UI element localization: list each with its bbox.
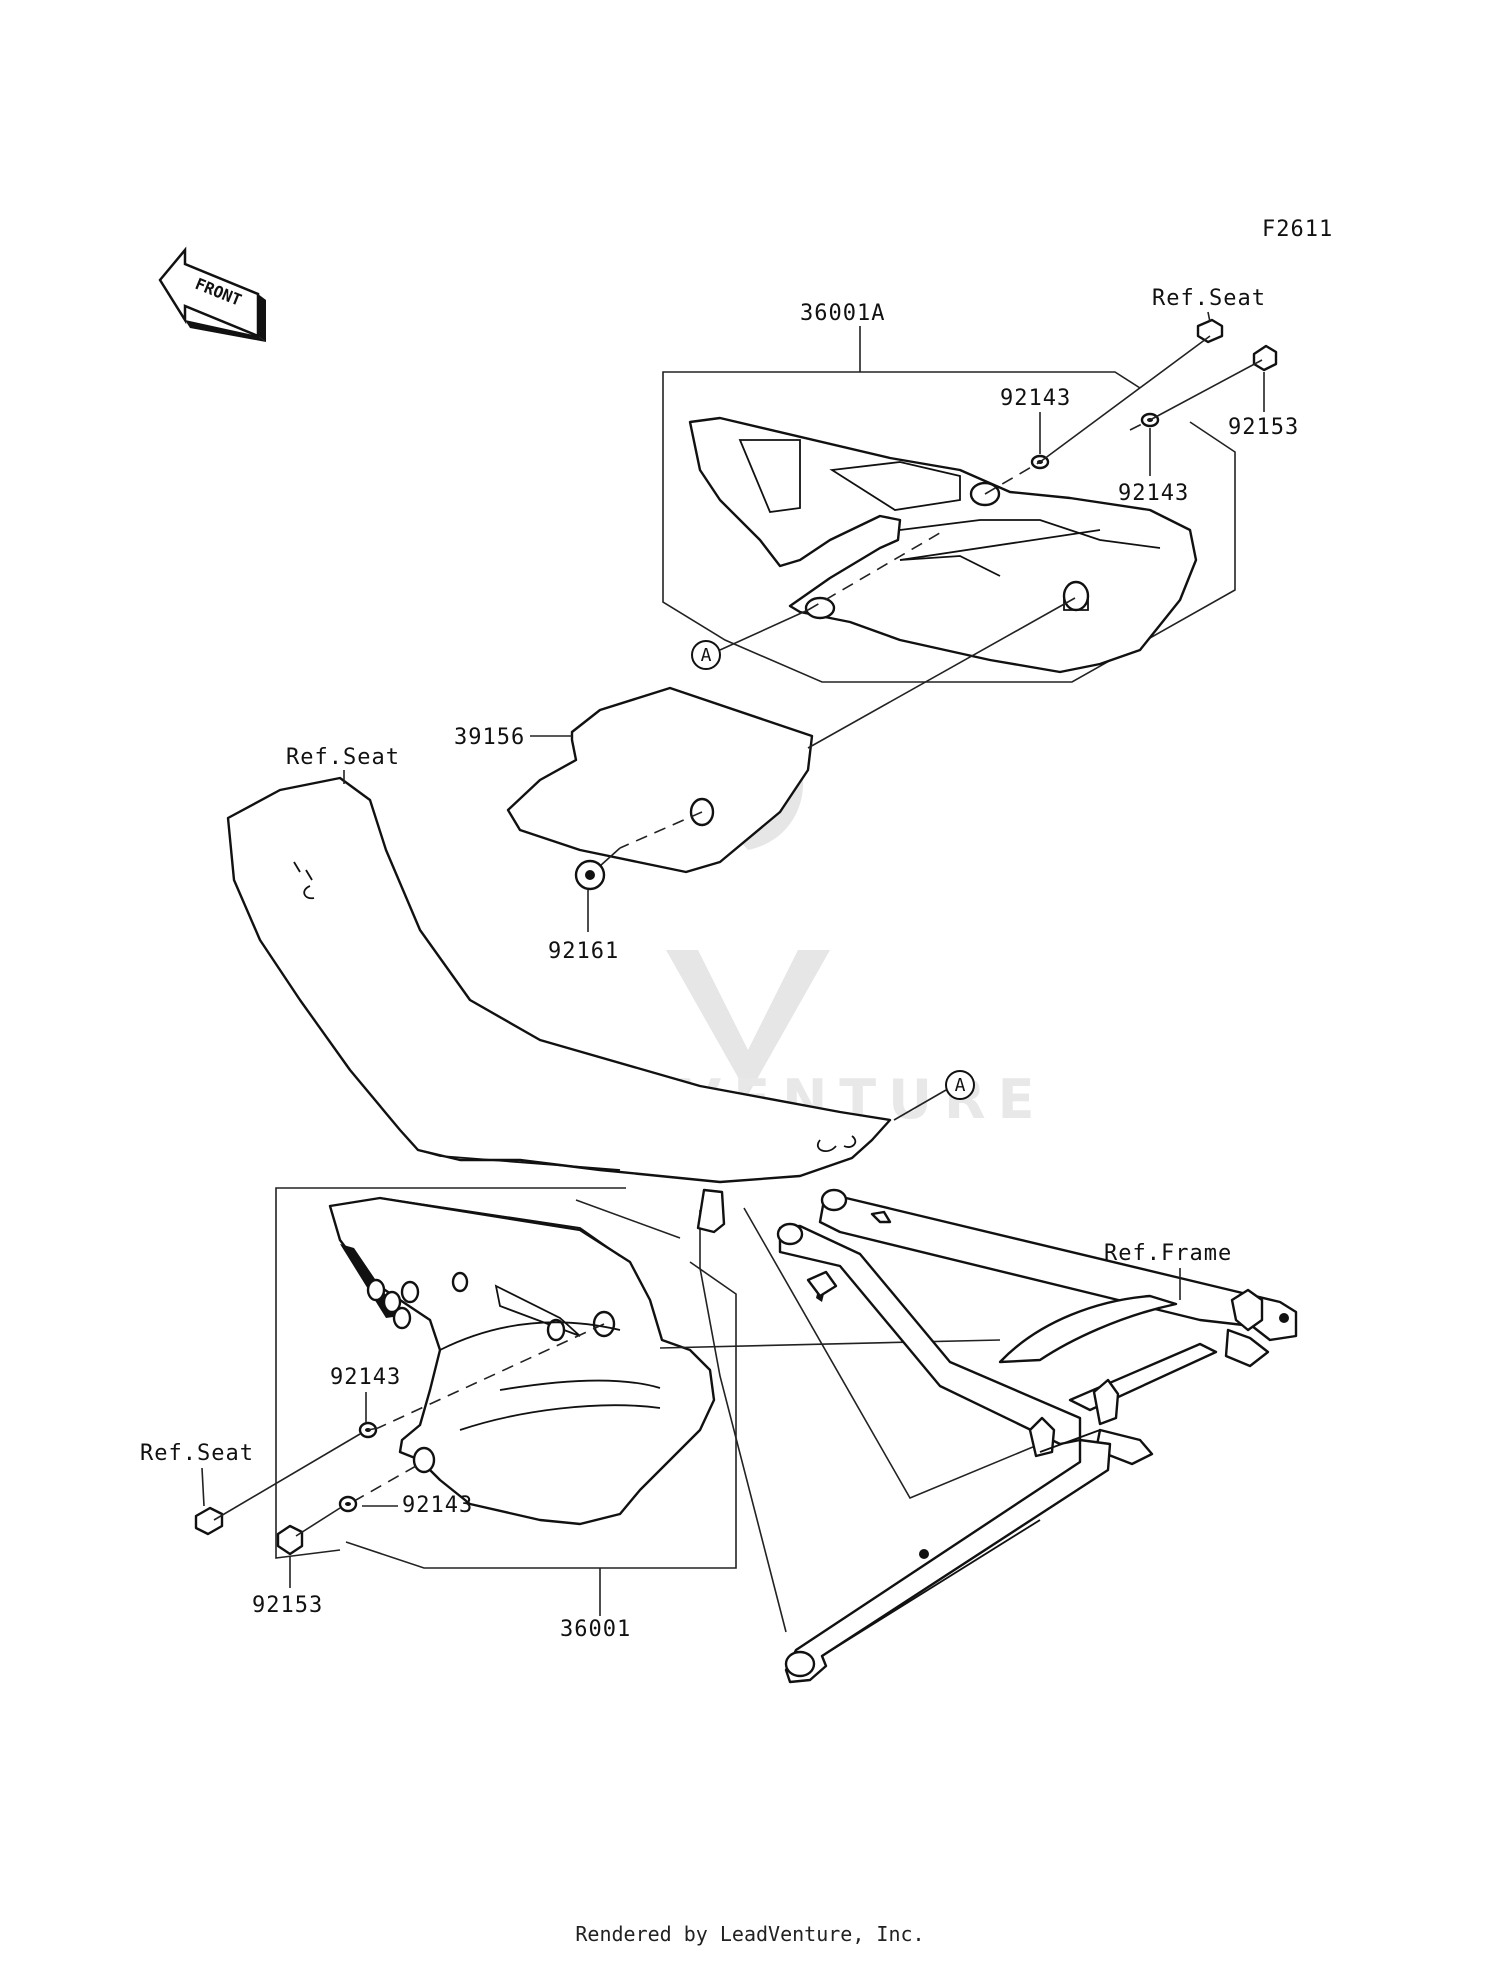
footer-credit: Rendered by LeadVenture, Inc. <box>575 1922 925 1946</box>
side-cover-left <box>194 1187 1001 1616</box>
bolt-icon <box>1196 318 1224 344</box>
label-36001: 36001 <box>560 1617 631 1642</box>
figure-code: F2611 <box>1262 217 1333 242</box>
seat <box>226 776 892 1184</box>
callout-label: A <box>955 1075 966 1096</box>
label-92153-bot: 92153 <box>252 1593 323 1618</box>
grommet-icon <box>574 859 606 891</box>
callout-a-top: A <box>691 640 721 670</box>
label-92161: 92161 <box>548 939 619 964</box>
label-92153-top: 92153 <box>1228 415 1299 440</box>
screw-icon <box>276 1524 304 1556</box>
cushion-pad <box>506 597 1076 891</box>
label-36001a: 36001A <box>800 301 885 326</box>
label-39156: 39156 <box>454 725 525 750</box>
callout-a-mid: A <box>945 1070 975 1100</box>
label-92143-top-b: 92143 <box>1118 481 1189 506</box>
label-92143-bot-a: 92143 <box>330 1365 401 1390</box>
washer-icon <box>338 1495 358 1513</box>
screw-icon <box>1252 344 1278 372</box>
side-cover-right: A <box>662 318 1278 683</box>
front-arrow-icon: FRONT <box>158 246 266 342</box>
label-92143-top-a: 92143 <box>1000 386 1071 411</box>
callout-label: A <box>701 645 712 666</box>
label-ref-seat-left: Ref.Seat <box>140 1441 254 1466</box>
label-ref-seat-top: Ref.Seat <box>1152 286 1266 311</box>
label-92143-bot-b: 92143 <box>402 1493 473 1518</box>
bolt-icon <box>194 1506 224 1536</box>
label-ref-frame: Ref.Frame <box>1104 1241 1232 1266</box>
label-ref-seat-mid: Ref.Seat <box>286 745 400 770</box>
frame <box>696 1188 1298 1684</box>
